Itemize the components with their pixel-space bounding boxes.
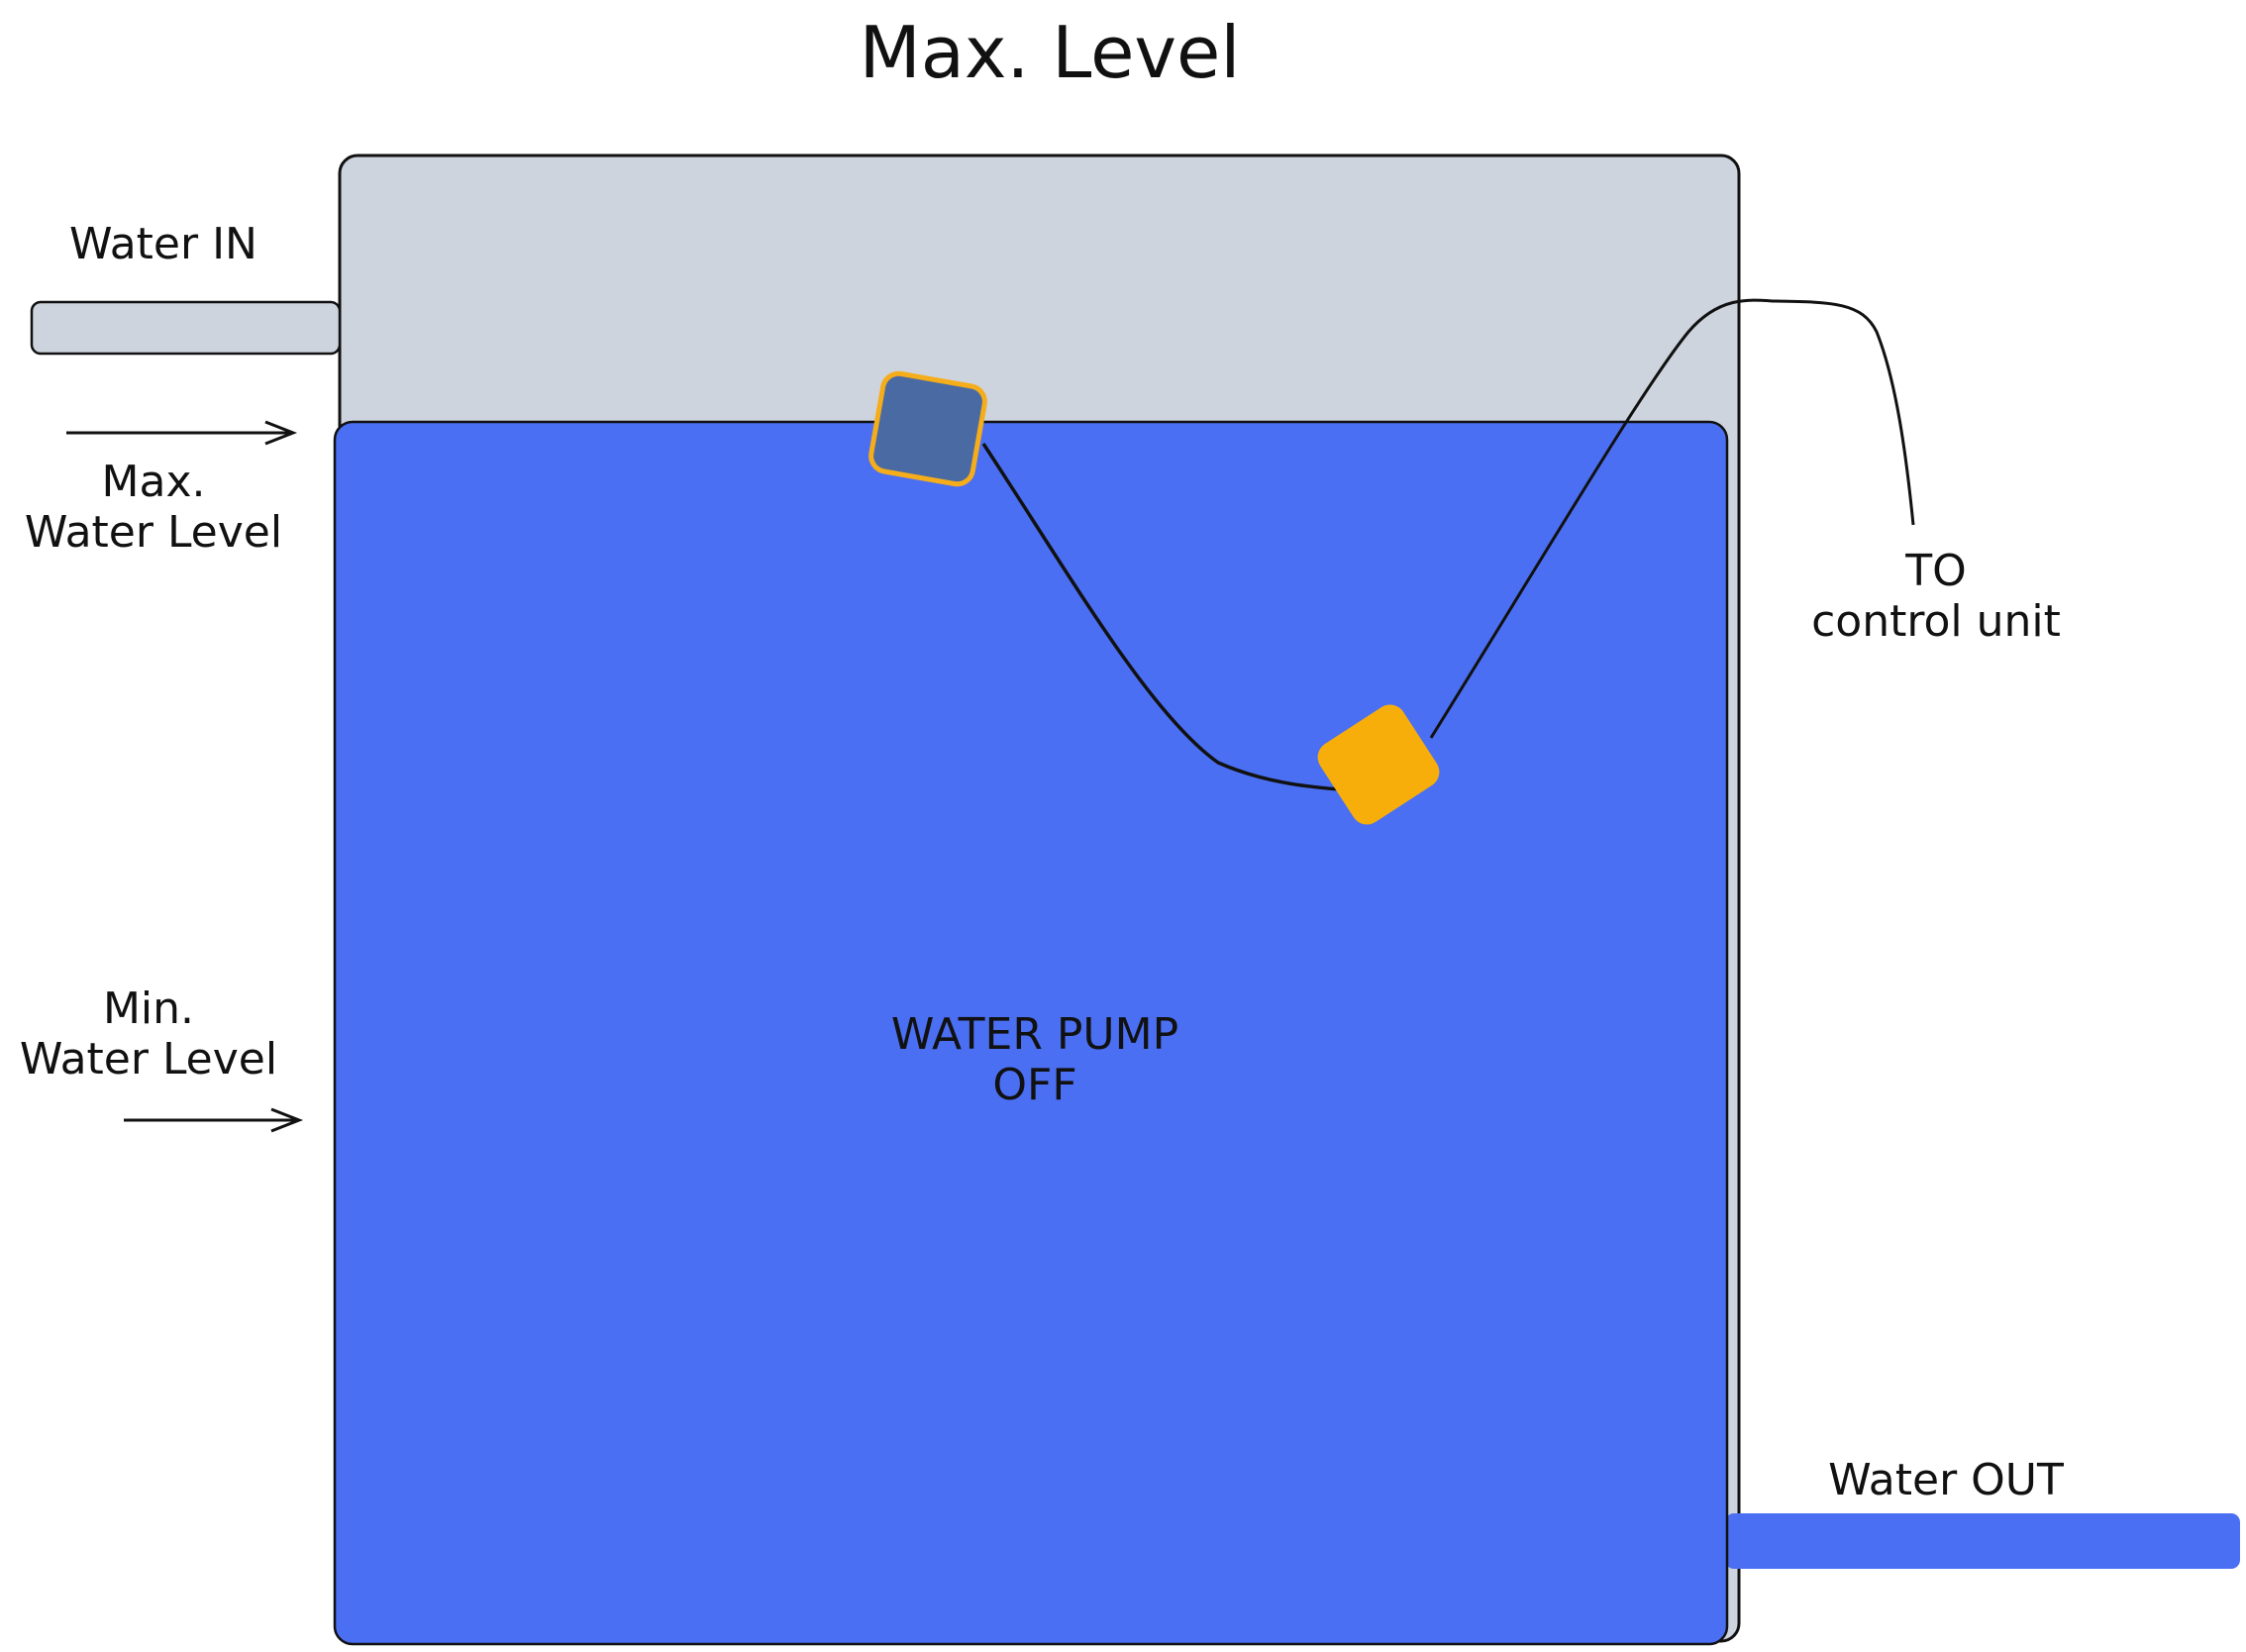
water-out-pipe bbox=[1725, 1513, 2240, 1569]
water-in-pipe bbox=[30, 300, 342, 356]
control-unit-label-line1: TO bbox=[1905, 546, 1967, 596]
right-arrow-icon bbox=[66, 420, 298, 446]
control-unit-label-line2: control unit bbox=[1811, 595, 2061, 647]
bottom-float-switch bbox=[1317, 704, 1440, 825]
right-arrow-icon bbox=[124, 1107, 304, 1133]
min-level-label-line1: Min. bbox=[102, 983, 195, 1034]
float-wire bbox=[981, 443, 1340, 791]
max-level-label: Max. Water Level bbox=[0, 457, 307, 558]
control-unit-label: TO control unit bbox=[1743, 546, 2129, 647]
pump-status-label: WATER PUMP OFF bbox=[822, 1009, 1248, 1110]
min-level-label: Min. Water Level bbox=[0, 983, 297, 1084]
min-level-label-line2: Water Level bbox=[19, 1033, 278, 1084]
water-out-label: Water OUT bbox=[1828, 1455, 2064, 1505]
pump-status-label-line1: WATER PUMP bbox=[890, 1009, 1179, 1060]
pump-status-label-line2: OFF bbox=[992, 1059, 1077, 1110]
control-wire bbox=[1429, 298, 1915, 739]
top-float-switch bbox=[868, 370, 987, 487]
water-in-label: Water IN bbox=[69, 219, 257, 269]
max-level-label-line2: Water Level bbox=[24, 506, 283, 558]
diagram-title: Max. Level bbox=[859, 11, 1241, 94]
max-level-label-line1: Max. bbox=[101, 457, 206, 507]
